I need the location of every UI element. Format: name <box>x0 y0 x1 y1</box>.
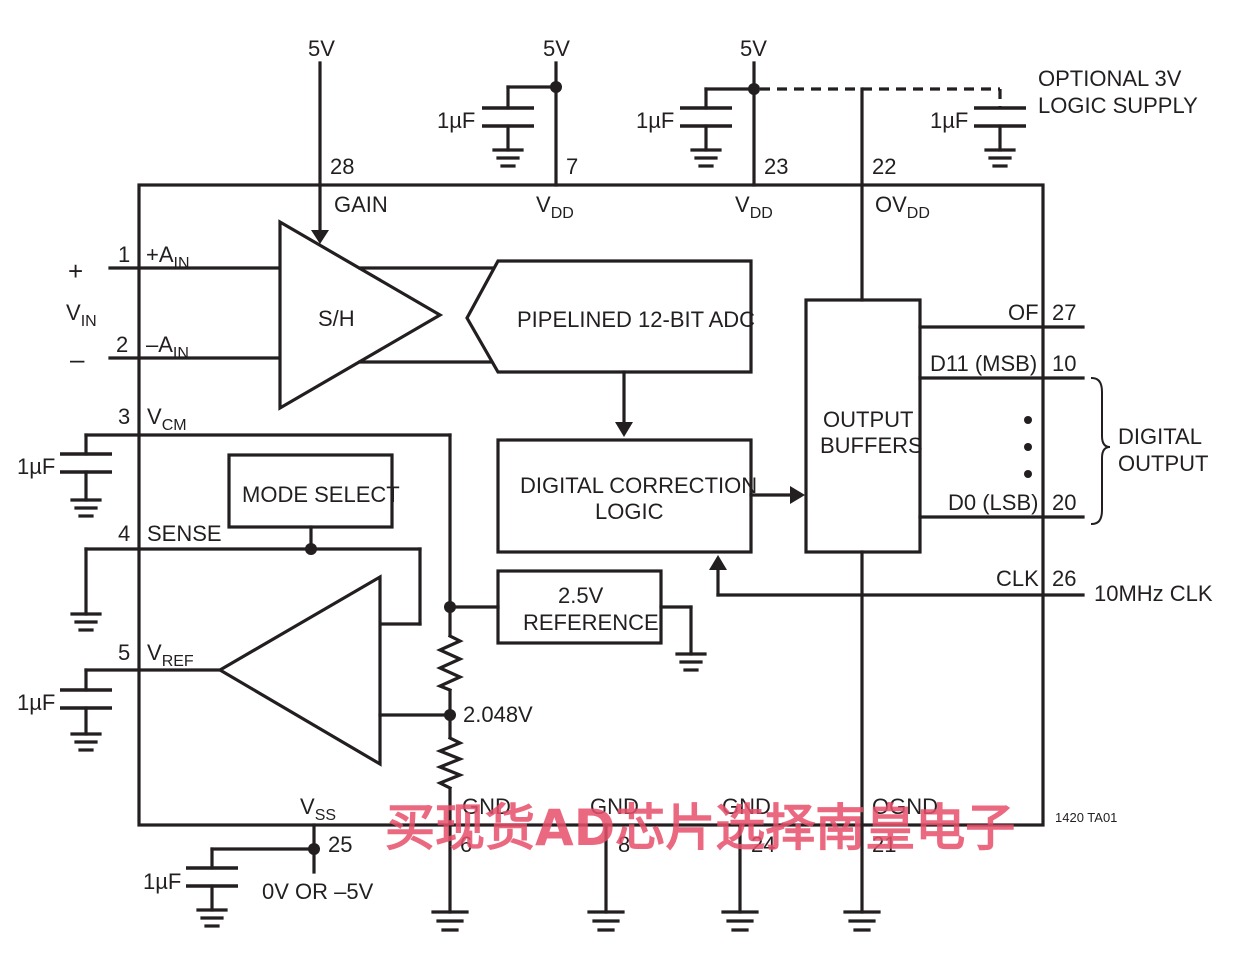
pin-23: 23 <box>764 154 788 179</box>
pin-gnd-8: GND <box>590 794 639 819</box>
figure-id: 1420 TA01 <box>1055 810 1117 825</box>
adc-label: PIPELINED 12-BIT ADC <box>517 307 755 332</box>
cap-label-optional: 1µF <box>930 108 968 133</box>
buf-label-1: OUTPUT <box>823 407 913 432</box>
optional-logic-supply: OPTIONAL 3V LOGIC SUPPLY 1µF <box>930 66 1198 168</box>
clock-input: CLK 26 10MHz CLK <box>709 555 1213 606</box>
pin-sense: SENSE <box>147 521 222 546</box>
pin-ain-neg: –AIN <box>146 332 189 362</box>
pin-21: 21 <box>872 832 896 857</box>
pin-7: 7 <box>566 154 578 179</box>
pin-vcm: VCM <box>147 404 187 434</box>
cap-label-vss: 1µF <box>143 869 181 894</box>
pin-d11: D11 (MSB) <box>930 351 1037 376</box>
ovdd-rail: 22 OVDD <box>843 87 930 932</box>
cap-label-pin7: 1µF <box>437 108 475 133</box>
digital-output-line1: DIGITAL <box>1118 424 1202 449</box>
sh-label: S/H <box>318 306 355 331</box>
output-buffers: OUTPUT BUFFERS <box>804 298 923 554</box>
dcl-label-2: LOGIC <box>595 499 664 524</box>
reference-amp: 5 VREF 1µF 2.048V <box>17 574 533 767</box>
cap-label-vref: 1µF <box>17 690 55 715</box>
analog-inputs: 1 2 +AIN –AIN + – VIN <box>66 242 282 374</box>
pin-vdd-23: VDD <box>735 192 773 222</box>
vdd-supply-7: 5V 1µF 7 VDD <box>437 36 578 222</box>
pin-26: 26 <box>1052 566 1076 591</box>
digital-correction-logic: DIGITAL CORRECTION LOGIC <box>496 438 805 554</box>
sample-hold-amp: S/H <box>278 219 500 411</box>
input-plus: + <box>68 256 83 286</box>
cap-label-vcm: 1µF <box>17 454 55 479</box>
pin-27: 27 <box>1052 300 1076 325</box>
pin-25: 25 <box>328 832 352 857</box>
optional-supply-line2: LOGIC SUPPLY <box>1038 93 1198 118</box>
pin-of: OF <box>1008 300 1039 325</box>
gnd-pins: GND 6 GND 8 GND 24 OGND 21 <box>431 794 938 932</box>
pin-28: 28 <box>330 154 354 179</box>
pin-clk: CLK <box>996 566 1039 591</box>
input-vin: VIN <box>66 300 97 330</box>
pin-ain-pos: +AIN <box>146 242 190 272</box>
supply-5v-vdd7: 5V <box>543 36 570 61</box>
digital-outputs: OF D11 (MSB) D0 (LSB) 27 10 20 DIGITAL O… <box>918 300 1208 526</box>
pin-vdd-7: VDD <box>536 192 574 222</box>
pin-24: 24 <box>751 832 775 857</box>
clk-input-label: 10MHz CLK <box>1094 581 1213 606</box>
node-2048v: 2.048V <box>463 702 533 727</box>
digital-output-line2: OUTPUT <box>1118 451 1208 476</box>
supply-5v-vdd23: 5V <box>740 36 767 61</box>
pin-6: 6 <box>460 832 472 857</box>
chip-outline <box>137 183 1045 827</box>
pin-2: 2 <box>116 332 128 357</box>
dcl-label-1: DIGITAL CORRECTION <box>520 473 757 498</box>
watermark: 买现货AD芯片选择南皇电子 <box>385 799 1015 857</box>
mode-select: MODE SELECT 4 SENSE <box>70 453 422 632</box>
pin-22: 22 <box>872 154 896 179</box>
optional-supply-line1: OPTIONAL 3V <box>1038 66 1182 91</box>
pin-ognd: OGND <box>872 794 938 819</box>
mode-select-label: MODE SELECT <box>242 482 400 507</box>
supply-5v-gain: 5V <box>308 36 335 61</box>
pin-4: 4 <box>118 521 130 546</box>
reference-2v5: 2.5V REFERENCE <box>444 569 707 672</box>
pin-5: 5 <box>118 640 130 665</box>
vss-pin: VSS 25 1µF 0V OR –5V <box>143 794 374 928</box>
pin-1: 1 <box>118 242 130 267</box>
pin-3: 3 <box>118 404 130 429</box>
pin-ovdd: OVDD <box>875 192 930 222</box>
pin-gain: GAIN <box>334 192 388 217</box>
input-minus: – <box>70 344 85 374</box>
pipelined-adc: PIPELINED 12-BIT ADC <box>465 259 755 437</box>
pin-vref: VREF <box>147 640 194 670</box>
pin-vss: VSS <box>300 794 336 824</box>
ref-label-1: 2.5V <box>558 583 604 608</box>
gain-supply: 5V 28 GAIN <box>308 36 388 244</box>
pin-10: 10 <box>1052 351 1076 376</box>
cap-label-pin23: 1µF <box>636 108 674 133</box>
ref-label-2: REFERENCE <box>523 610 659 635</box>
pin-20: 20 <box>1052 490 1076 515</box>
pin-gnd-24: GND <box>722 794 771 819</box>
vdd-supply-23: 5V 1µF 23 VDD <box>636 36 1002 222</box>
pin-d0: D0 (LSB) <box>948 490 1038 515</box>
resistor-divider <box>435 633 465 791</box>
vss-supply-label: 0V OR –5V <box>262 879 374 904</box>
buf-label-2: BUFFERS <box>820 433 923 458</box>
pin-gnd-6: GND <box>462 794 511 819</box>
pin-8: 8 <box>618 832 630 857</box>
